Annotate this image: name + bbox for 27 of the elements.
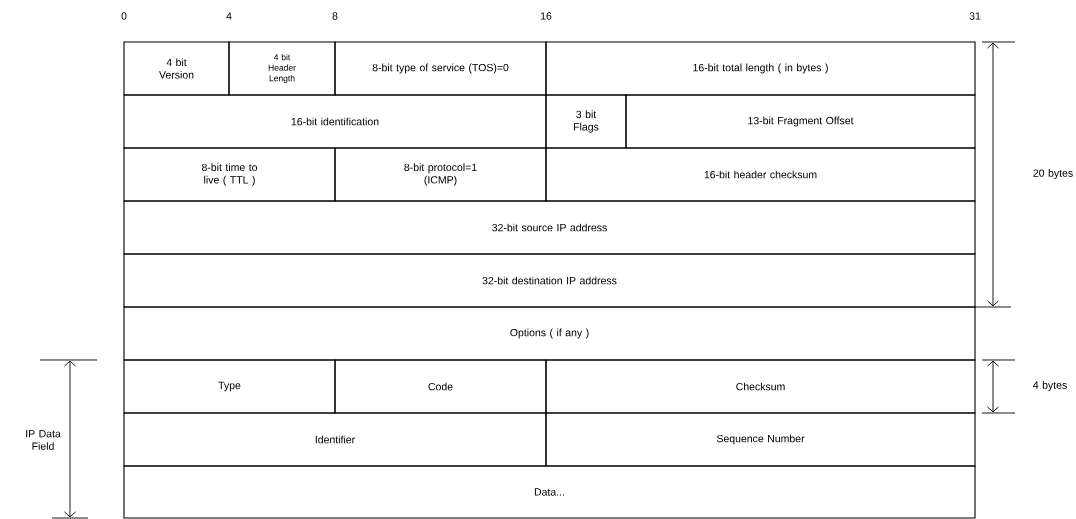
field-cell: Sequence Number (545, 412, 976, 467)
field-cell: 8-bit protocol=1 (ICMP) (334, 147, 547, 202)
bit-number: 4 (226, 12, 232, 20)
field-cell: 4 bit Header Length (228, 41, 336, 96)
field-cell: 8-bit time to live ( TTL ) (123, 147, 336, 202)
field-cell: 3 bit Flags (545, 94, 627, 149)
field-cell: Identifier (123, 412, 547, 467)
bit-number: 8 (332, 12, 338, 20)
bit-number: 16 (540, 12, 552, 20)
field-cell: Code (334, 359, 547, 414)
field-cell: Data... (123, 465, 976, 519)
field-cell: Options ( if any ) (123, 306, 976, 361)
field-cell: 4 bit Version (123, 41, 230, 96)
field-cell: Checksum (545, 359, 976, 414)
field-cell: 16-bit total length ( in bytes ) (545, 41, 976, 96)
dimension-label: 20 bytes (1033, 169, 1073, 179)
field-cell: Type (123, 359, 336, 414)
bit-number: 31 (969, 12, 981, 20)
bit-number: 0 (121, 12, 127, 20)
field-cell: 32-bit destination IP address (123, 253, 976, 308)
dimension-label: IP Data Field (26, 430, 61, 450)
field-cell: 13-bit Fragment Offset (625, 94, 976, 149)
field-cell: 16-bit header checksum (545, 147, 976, 202)
dimension-label: 4 bytes (1033, 381, 1067, 391)
field-cell: 16-bit identification (123, 94, 547, 149)
field-cell: 8-bit type of service (TOS)=0 (334, 41, 547, 96)
field-cell: 32-bit source IP address (123, 200, 976, 255)
